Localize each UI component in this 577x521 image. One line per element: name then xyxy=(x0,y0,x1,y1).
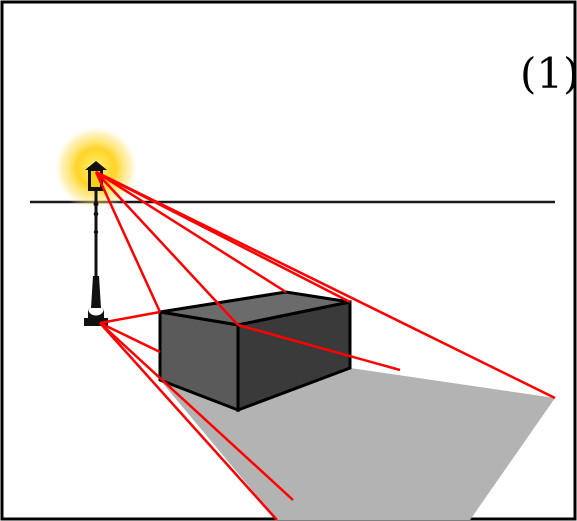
ground-ray xyxy=(99,321,161,354)
ground-ray xyxy=(99,310,161,325)
ground-ray xyxy=(99,322,294,501)
ground-ray xyxy=(99,322,278,521)
light-ray xyxy=(95,170,287,294)
light-ray xyxy=(237,323,401,372)
light-ray xyxy=(95,171,239,326)
light-ray xyxy=(95,170,556,400)
street-lamp-icon xyxy=(84,161,108,326)
ground-rays xyxy=(99,310,294,521)
light-ray xyxy=(94,171,162,313)
figure-caption: الشَّكْلُ (1) xyxy=(520,44,577,98)
light-rays xyxy=(94,170,556,400)
box-shadow xyxy=(160,368,555,520)
box-side-face xyxy=(236,300,352,413)
